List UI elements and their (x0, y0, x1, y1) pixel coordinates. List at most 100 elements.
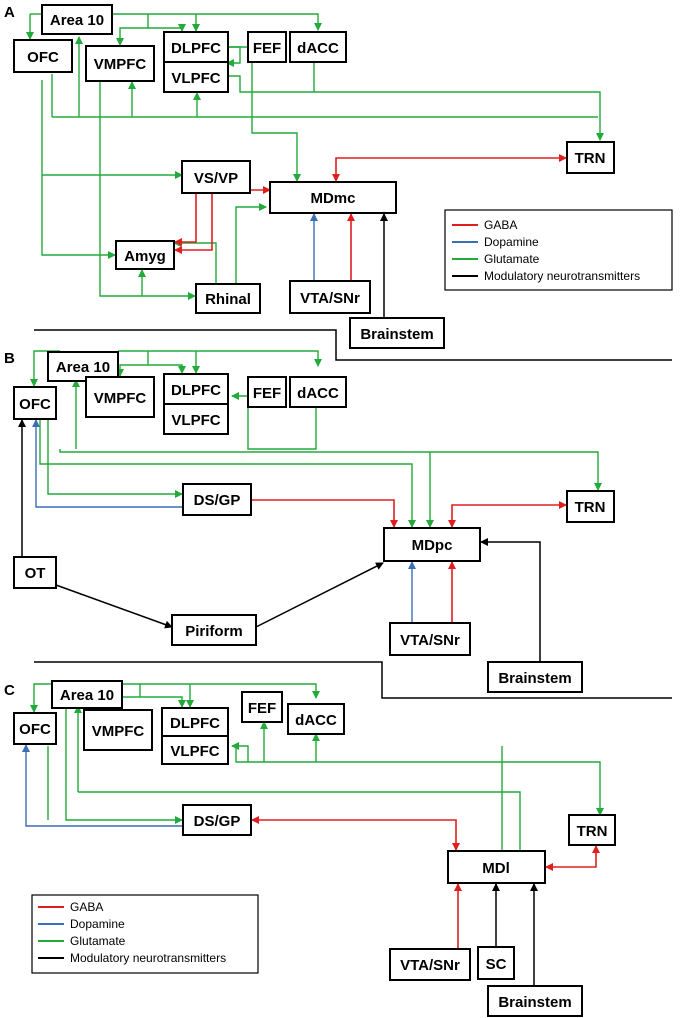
panel-c-modulatory-paths (492, 883, 538, 985)
legend-a-glutamate: Glutamate (484, 252, 540, 266)
node-dsgp-c: DS/GP (182, 804, 252, 836)
legend-c-dopamine: Dopamine (70, 917, 125, 931)
svg-text:TRN: TRN (575, 499, 606, 516)
svg-text:Brainstem: Brainstem (498, 994, 571, 1011)
legend-c-modulatory: Modulatory neurotransmitters (70, 951, 226, 965)
node-area10-a: Area 10 (41, 4, 113, 35)
node-fef-a: FEF (247, 31, 287, 63)
panel-a-glutamate-paths (26, 13, 604, 300)
node-vlpfc-c: VLPFC (161, 735, 229, 765)
svg-text:VLPFC: VLPFC (171, 412, 220, 429)
legend-a-gaba: GABA (484, 218, 517, 232)
legend-c-gaba: GABA (70, 900, 103, 914)
svg-text:VLPFC: VLPFC (170, 743, 219, 760)
svg-text:Piriform: Piriform (185, 623, 243, 640)
node-fef-c: FEF (241, 691, 283, 723)
svg-text:VMPFC: VMPFC (94, 56, 147, 73)
svg-text:VTA/SNr: VTA/SNr (300, 290, 360, 307)
legend-a-modulatory: Modulatory neurotransmitters (484, 269, 640, 283)
node-vmpfc-b: VMPFC (85, 376, 155, 418)
node-vlpfc-a: VLPFC (163, 61, 229, 93)
panel-c-dopamine-path (22, 744, 182, 827)
svg-text:MDmc: MDmc (310, 190, 355, 207)
panel-c-gaba-paths (251, 816, 600, 948)
node-ofc-a: OFC (13, 39, 73, 73)
svg-text:VS/VP: VS/VP (194, 170, 238, 187)
svg-text:OFC: OFC (27, 49, 59, 66)
svg-text:VLPFC: VLPFC (171, 70, 220, 87)
node-ofc-c: OFC (13, 712, 57, 745)
panel-b-glutamate-paths (30, 350, 602, 528)
panel-a-letter: A (4, 4, 15, 21)
node-piriform-b: Piriform (171, 614, 257, 646)
node-vsvp-a: VS/VP (181, 160, 251, 194)
node-brainstem-a: Brainstem (349, 317, 445, 349)
node-mdl-c: MDl (447, 850, 546, 884)
panel-b-modulatory-paths (18, 419, 541, 661)
node-fef-b: FEF (247, 376, 287, 408)
svg-text:FEF: FEF (253, 385, 281, 402)
node-ot-b: OT (13, 556, 57, 589)
node-trn-b: TRN (566, 490, 615, 523)
svg-text:DLPFC: DLPFC (171, 40, 221, 57)
node-dacc-b: dACC (289, 376, 347, 408)
node-dacc-c: dACC (287, 703, 345, 735)
panel-b-gaba-paths (252, 499, 567, 622)
node-vtasnr-b: VTA/SNr (389, 622, 471, 656)
node-brainstem-b: Brainstem (487, 661, 583, 693)
node-trn-a: TRN (566, 141, 615, 174)
svg-text:OFC: OFC (19, 721, 51, 738)
node-amyg-a: Amyg (115, 240, 175, 270)
node-dlpfc-a: DLPFC (163, 31, 229, 63)
node-vtasnr-c: VTA/SNr (389, 948, 471, 981)
svg-text:SC: SC (486, 956, 507, 973)
svg-text:MDl: MDl (482, 860, 510, 877)
svg-text:Rhinal: Rhinal (205, 291, 251, 308)
svg-text:OFC: OFC (19, 396, 51, 413)
legend-c-glutamate: Glutamate (70, 934, 126, 948)
node-mdpc-b: MDpc (383, 527, 481, 562)
svg-text:TRN: TRN (575, 150, 606, 167)
separator-bc (34, 661, 672, 699)
svg-text:dACC: dACC (295, 712, 337, 729)
panel-b-dopamine-path-1 (32, 419, 182, 508)
node-dacc-a: dACC (289, 31, 347, 63)
node-ofc-b: OFC (13, 386, 57, 420)
node-rhinal-a: Rhinal (195, 283, 261, 314)
panel-a-gaba-paths (174, 154, 567, 280)
panel-b-letter: B (4, 350, 15, 367)
svg-text:VMPFC: VMPFC (92, 723, 145, 740)
svg-text:VTA/SNr: VTA/SNr (400, 957, 460, 974)
separator-ab (34, 329, 672, 361)
node-mdmc-a: MDmc (269, 181, 397, 214)
svg-text:DLPFC: DLPFC (170, 715, 220, 732)
legend-a: GABA Dopamine Glutamate Modulatory neuro… (444, 209, 673, 291)
node-brainstem-c: Brainstem (487, 985, 583, 1017)
svg-text:Area 10: Area 10 (56, 359, 110, 376)
svg-text:DS/GP: DS/GP (194, 813, 241, 830)
panel-c-glutamate-paths (30, 683, 604, 850)
svg-text:TRN: TRN (577, 823, 608, 840)
svg-text:Area 10: Area 10 (60, 687, 114, 704)
panel-c-letter: C (4, 682, 15, 699)
node-vtasnr-a: VTA/SNr (289, 280, 371, 314)
svg-text:DLPFC: DLPFC (171, 382, 221, 399)
svg-text:VMPFC: VMPFC (94, 390, 147, 407)
svg-text:dACC: dACC (297, 385, 339, 402)
panel-a: A (4, 4, 673, 349)
node-vmpfc-a: VMPFC (85, 45, 155, 82)
legend-a-dopamine: Dopamine (484, 235, 539, 249)
node-trn-c: TRN (568, 814, 616, 846)
node-sc-c: SC (477, 946, 515, 980)
svg-text:Brainstem: Brainstem (360, 326, 433, 343)
svg-text:FEF: FEF (253, 40, 281, 57)
svg-text:DS/GP: DS/GP (194, 492, 241, 509)
svg-text:Area 10: Area 10 (50, 12, 104, 29)
svg-text:FEF: FEF (248, 700, 276, 717)
node-vlpfc-b: VLPFC (163, 403, 229, 435)
panel-b: B Area (4, 350, 615, 693)
node-dlpfc-c: DLPFC (161, 707, 229, 737)
svg-text:Amyg: Amyg (124, 248, 166, 265)
node-area10-c: Area 10 (51, 680, 123, 709)
